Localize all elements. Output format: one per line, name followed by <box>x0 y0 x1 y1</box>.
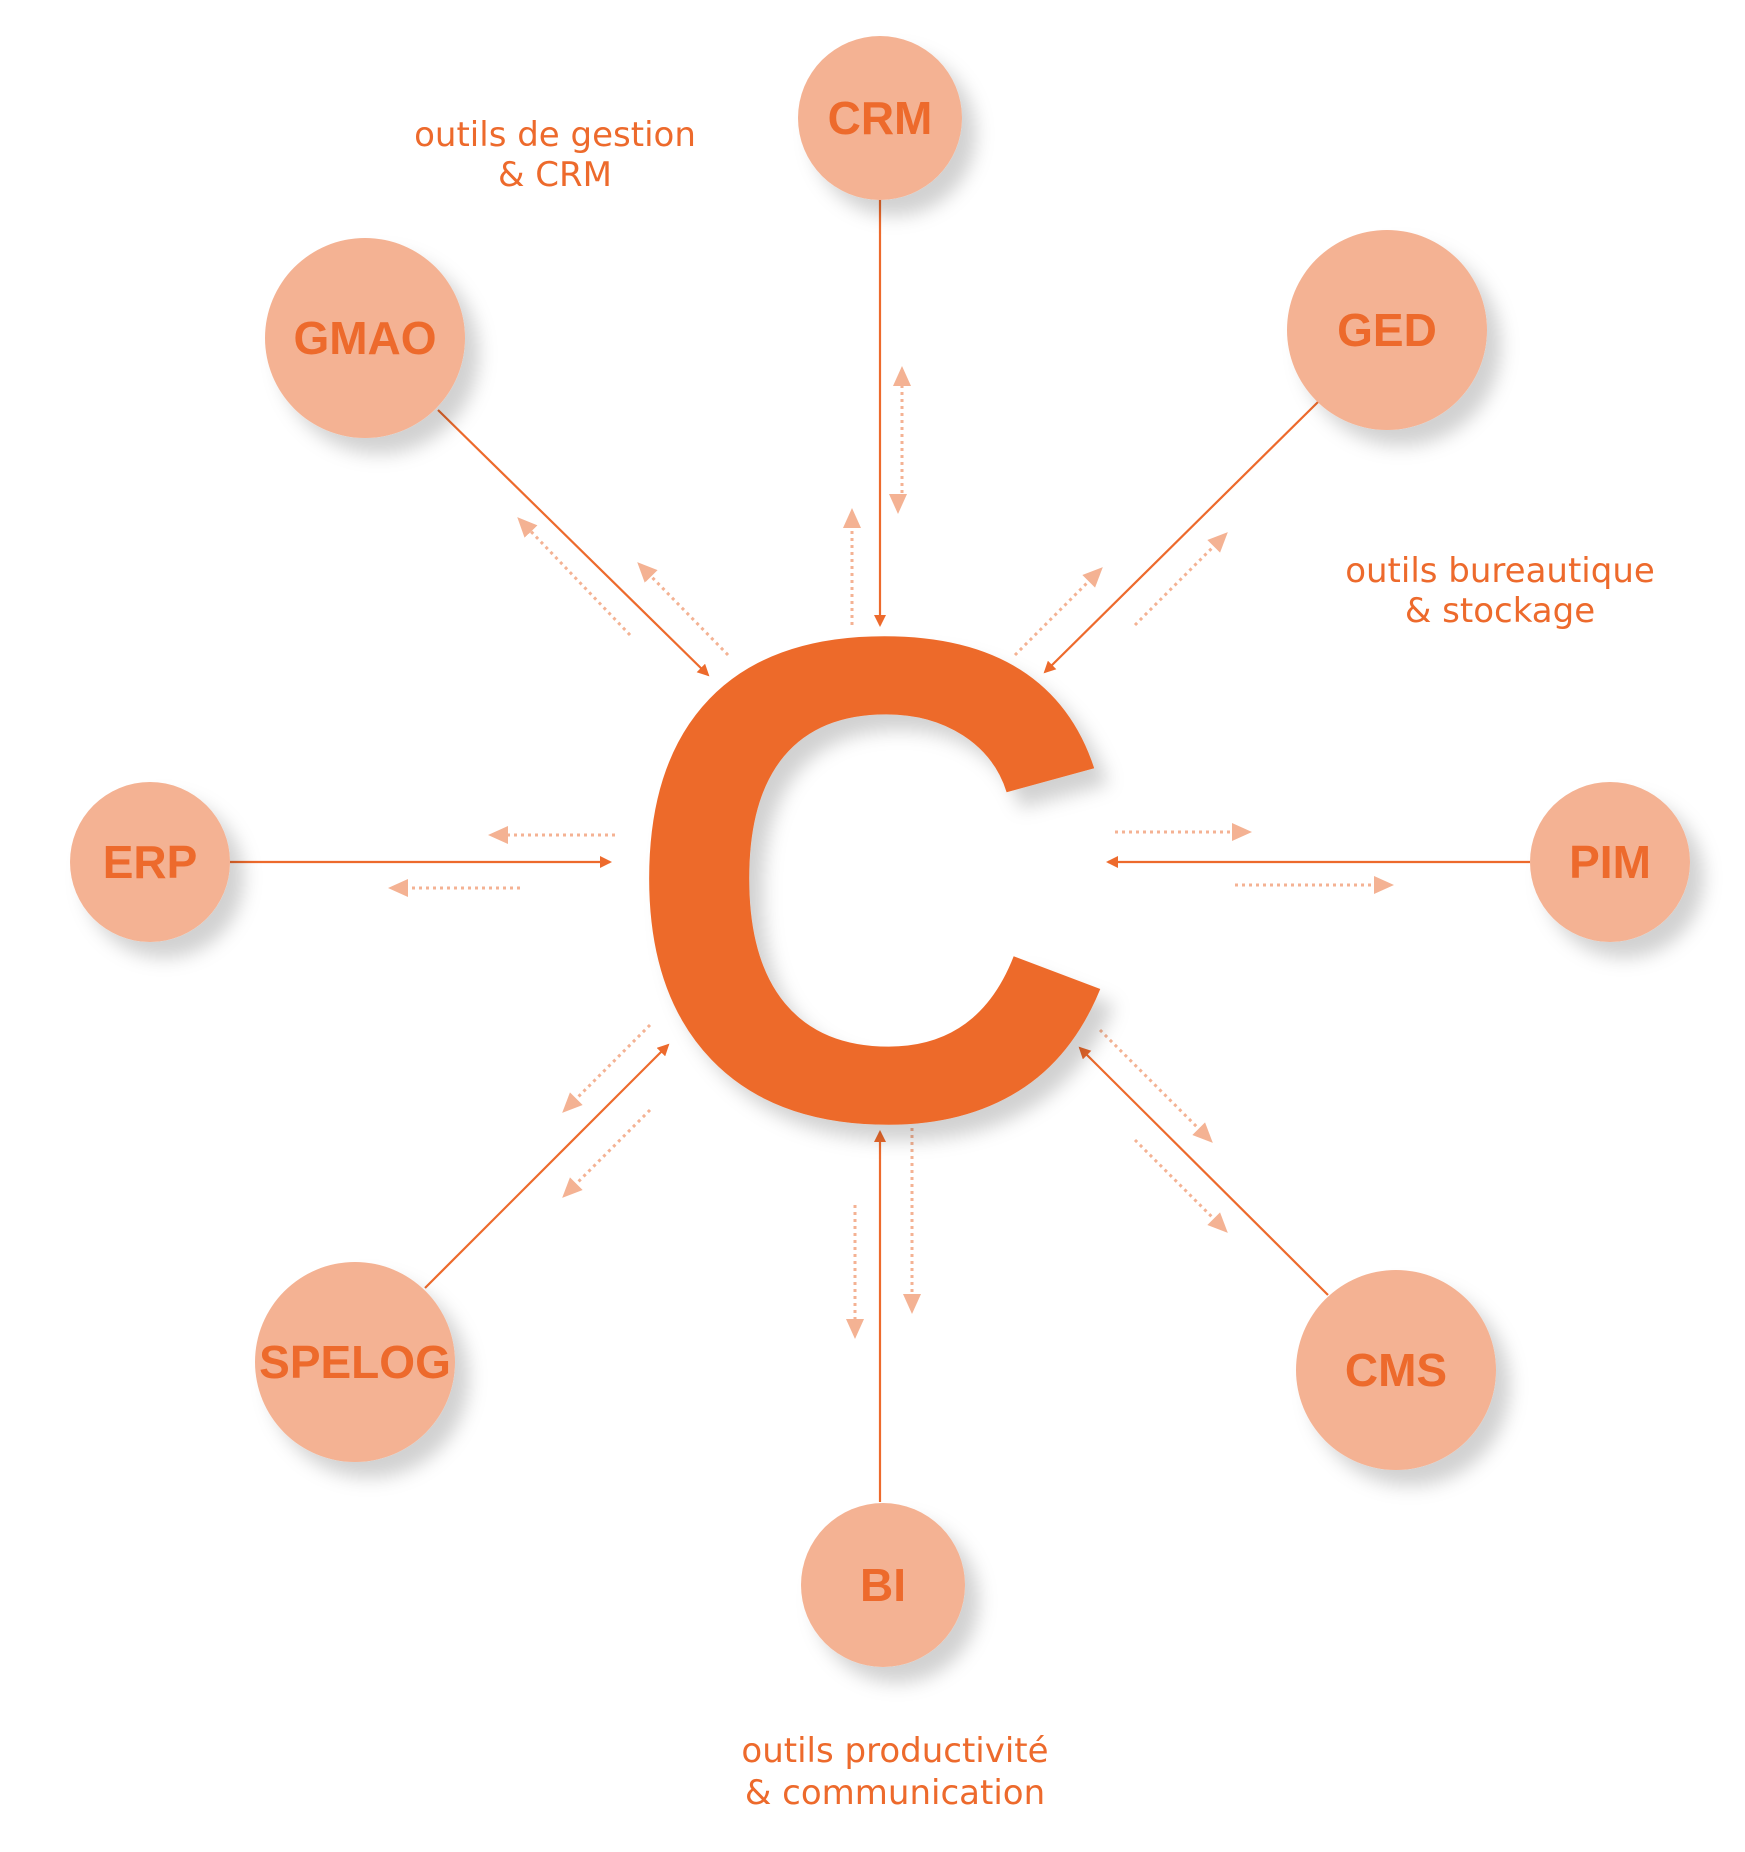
group-label-bureautique: outils bureautique& stockage <box>1345 551 1655 631</box>
node-circle-erp <box>70 782 230 942</box>
node-circle-ged <box>1287 230 1487 430</box>
group-label-line: outils productivité <box>741 1731 1048 1771</box>
node-label-cms: CMS <box>1345 1344 1447 1396</box>
node-label-crm: CRM <box>828 92 933 144</box>
node-label-ged: GED <box>1337 304 1437 356</box>
data-flow-arrows <box>388 366 1394 1339</box>
group-label-line: & CRM <box>498 155 612 195</box>
node-erp: ERP <box>70 782 230 942</box>
flow-arrow-ged-out-2 <box>1133 532 1228 627</box>
group-label-line: outils de gestion <box>414 115 696 155</box>
flow-arrow-spelog-out-2 <box>562 1108 652 1198</box>
node-label-erp: ERP <box>103 836 198 888</box>
node-spelog: SPELOG <box>255 1262 455 1462</box>
connector-cms <box>1078 1046 1329 1296</box>
node-gmao: GMAO <box>265 238 465 438</box>
group-label-line: & communication <box>745 1773 1045 1813</box>
connector-gmao <box>437 409 710 677</box>
group-labels: outils de gestion& CRM outils bureautique… <box>414 115 1655 1813</box>
connector-lines <box>230 200 1530 1502</box>
node-cms: CMS <box>1296 1270 1496 1470</box>
node-circle-spelog <box>255 1262 455 1462</box>
node-label-gmao: GMAO <box>293 312 436 364</box>
center-logo-c: C <box>621 494 1119 1265</box>
flow-arrow-spelog-out-1 <box>562 1023 652 1113</box>
node-label-bi: BI <box>860 1559 906 1611</box>
group-label-gestion: outils de gestion& CRM <box>414 115 696 195</box>
flow-arrow-cms-out-1 <box>1098 1028 1213 1143</box>
node-label-pim: PIM <box>1569 836 1651 888</box>
node-pim: PIM <box>1530 782 1690 942</box>
node-ged: GED <box>1287 230 1487 430</box>
group-label-line: & stockage <box>1405 591 1595 631</box>
flow-arrow-ged-out-1 <box>1013 567 1103 657</box>
group-label-productivite: outils productivité& communication <box>741 1731 1048 1813</box>
connector-spelog <box>424 1043 670 1289</box>
node-circle-cms <box>1296 1270 1496 1470</box>
node-circle-pim <box>1530 782 1690 942</box>
connector-ged <box>1043 401 1319 674</box>
system-nodes: CRM GED PIM CMS BI SPELOG ERP GMAO <box>70 36 1690 1667</box>
group-label-line: outils bureautique <box>1345 551 1655 591</box>
node-crm: CRM <box>798 36 962 200</box>
flow-arrow-cms-out-2 <box>1133 1138 1228 1233</box>
node-bi: BI <box>801 1503 965 1667</box>
node-circle-gmao <box>265 238 465 438</box>
node-circle-bi <box>801 1503 965 1667</box>
node-circle-crm <box>798 36 962 200</box>
node-label-spelog: SPELOG <box>259 1336 451 1388</box>
flow-arrow-gmao-out-1 <box>517 517 632 637</box>
